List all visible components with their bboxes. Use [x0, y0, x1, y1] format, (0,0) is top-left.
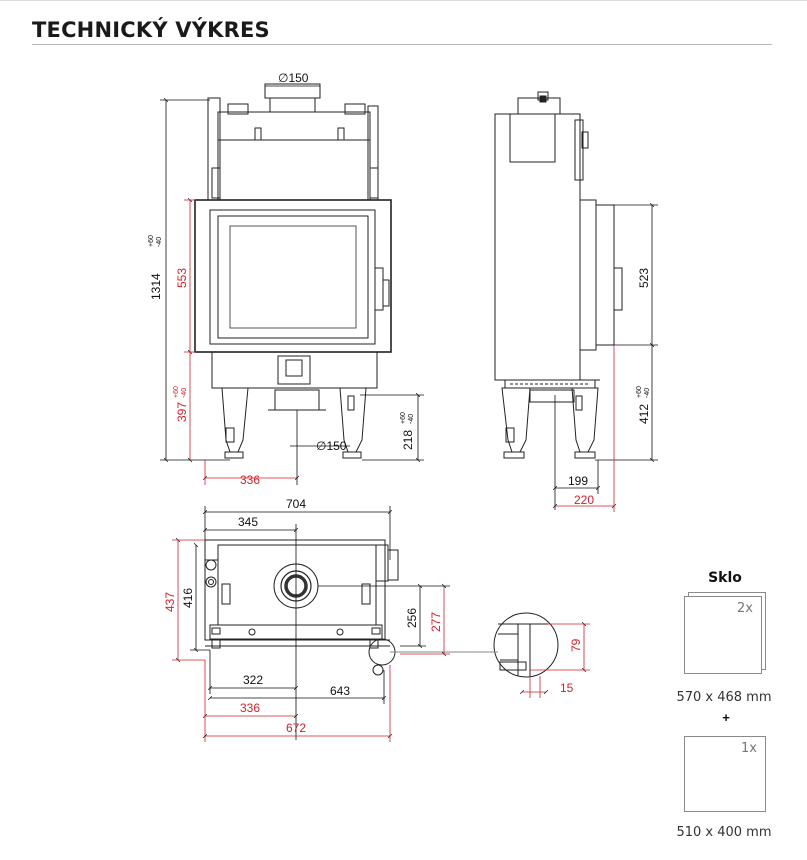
side-view — [494, 91, 623, 459]
page-title: TECHNICKÝ VÝKRES — [32, 18, 270, 42]
front-air-inlet-tol-minus: -40 — [408, 414, 415, 424]
side-base-height: 412 — [637, 404, 651, 424]
top-offset-322: 322 — [243, 673, 263, 687]
side-depth-inner: 199 — [568, 474, 588, 488]
front-door-glass — [217, 215, 369, 339]
detail-height: 79 — [569, 638, 583, 652]
front-base — [211, 351, 378, 389]
detail-circle — [493, 612, 559, 678]
front-view — [194, 83, 392, 459]
glass-title: Sklo — [708, 570, 742, 586]
side-depth-outer: 220 — [574, 493, 594, 507]
side-base-tol-plus: +60 — [636, 386, 643, 398]
front-height-total-tol-minus: -40 — [156, 237, 163, 247]
top-flue-offset-outer: 277 — [429, 612, 443, 632]
top-width-half: 345 — [238, 515, 258, 529]
glass-plus: + — [722, 710, 730, 725]
top-width-total: 704 — [286, 497, 306, 511]
glass-panel-2: 1x — [684, 736, 766, 812]
top-depth-inner: 416 — [181, 588, 195, 608]
detail-width: 15 — [560, 681, 574, 695]
front-base-tol-minus: -40 — [181, 388, 188, 398]
front-air-inlet — [274, 389, 320, 411]
front-base-tol-plus: +60 — [173, 386, 180, 398]
side-body — [494, 113, 581, 381]
front-height-total-tol-plus: +60 — [148, 235, 155, 247]
front-base-height: 397 — [175, 402, 189, 422]
glass-panel-1-count: 2x — [737, 601, 753, 616]
front-flue-top-label: ∅150 — [278, 71, 309, 85]
glass-panel-1-size: 570 x 468 mm — [676, 690, 772, 705]
top-offset-672: 672 — [286, 721, 306, 735]
top-flue-offset-inner: 256 — [405, 608, 419, 628]
top-offset-643: 643 — [330, 684, 350, 698]
side-door-height: 523 — [637, 268, 651, 288]
front-air-inlet-tol-plus: +60 — [400, 412, 407, 424]
front-height-total: 1314 — [149, 273, 163, 300]
page-top-border — [0, 0, 807, 1]
glass-panel-2-count: 1x — [741, 741, 757, 756]
front-top-housing — [217, 111, 371, 201]
top-view — [204, 539, 559, 678]
front-door-height: 553 — [175, 268, 189, 288]
title-underline — [32, 44, 772, 45]
front-inlet-offset: 336 — [240, 473, 260, 487]
front-air-inlet-diameter: ∅150 — [316, 439, 347, 453]
top-offset-336: 336 — [240, 701, 260, 715]
front-door-frame — [194, 199, 392, 353]
side-door-protrusion — [579, 199, 597, 351]
front-air-inlet-height: 218 — [401, 430, 415, 450]
glass-panel-1: 2x — [684, 596, 762, 674]
side-base-tol-minus: -40 — [644, 388, 651, 398]
glass-panel-2-size: 510 x 400 mm — [676, 825, 772, 840]
top-depth-outer: 437 — [163, 592, 177, 612]
